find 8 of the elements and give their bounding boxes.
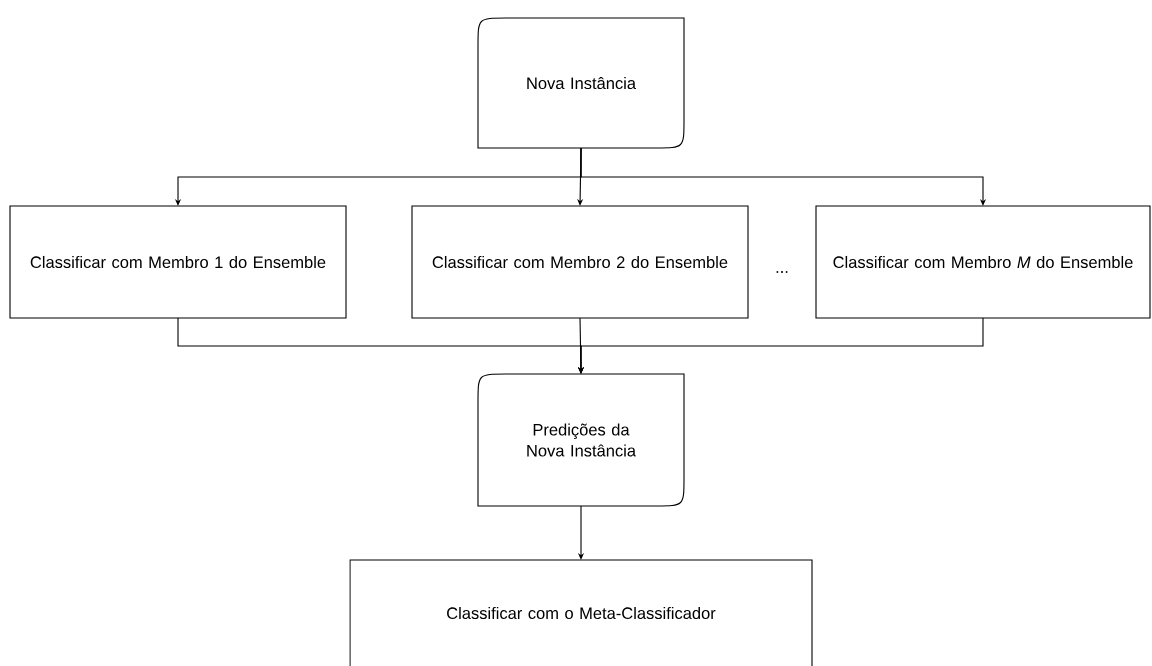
- process-box: Classificar com Membro 1 do Ensemble: [9, 205, 347, 319]
- ellipsis-label: ...: [776, 271, 788, 273]
- process-box: Classificar com o Meta-Classificador: [349, 559, 813, 666]
- process-box: Classificar com Membro 2 do Ensemble: [411, 205, 749, 319]
- process-box: Classificar com Membro M do Ensemble: [815, 205, 1151, 319]
- data-box: Nova Instância: [477, 17, 685, 149]
- data-box: Predições da Nova Instância: [477, 373, 685, 507]
- arrow: [580, 147, 987, 206]
